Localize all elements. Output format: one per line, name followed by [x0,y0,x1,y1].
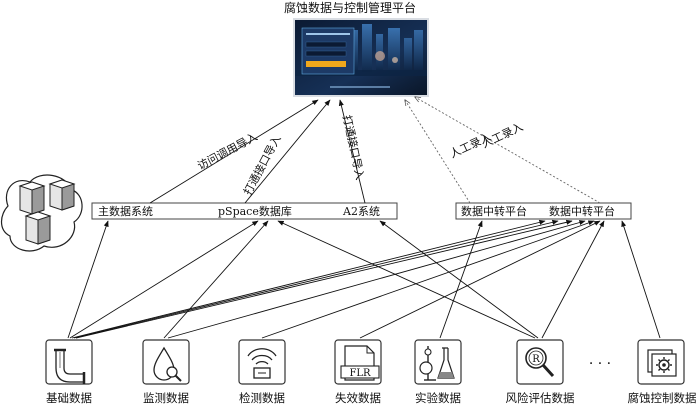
source-corrosion-control-data: 腐蚀控制数据 [628,339,697,405]
system-pspace-db: pSpace数据库 [218,204,292,218]
transfer-bar: 数据中转平台 数据中转平台 [455,202,632,220]
pipe-icon [54,348,86,384]
system-main-data: 主数据系统 [98,204,153,218]
control-gear-icon [647,349,677,377]
source-inspection-data-label: 检测数据 [239,391,285,405]
source-monitoring-data-label: 监测数据 [143,391,189,405]
source-monitoring-data: 监测数据 [142,339,190,405]
source-risk-assessment-data-label: 风险评估数据 [506,391,575,405]
monitor-drop-icon [153,346,182,382]
lab-flask-icon [419,346,455,381]
source-corrosion-control-data-label: 腐蚀控制数据 [628,391,697,405]
transfer-platform-1: 数据中转平台 [461,204,527,218]
platform-title: 腐蚀数据与控制管理平台 [284,0,416,15]
source-lab-data: 实验数据 [414,339,462,405]
flr-document-icon: FLR [340,345,380,381]
database-cluster-icon [0,174,83,252]
transfer-platform-2: 数据中转平台 [549,204,615,218]
system-a2: A2系统 [342,205,380,218]
source-risk-assessment-data: R 风险评估数据 [506,339,575,405]
edge-label-interface-import-right: 打通接口导入 [340,114,367,181]
source-basic-data-label: 基础数据 [46,391,92,405]
risk-magnifier-icon: R [525,347,555,378]
source-lab-data-label: 实验数据 [415,391,461,405]
source-basic-data: 基础数据 [45,339,93,405]
ultrasonic-icon [247,348,277,379]
source-failure-data-label: 失效数据 [335,391,381,405]
platform-screenshot [293,18,429,97]
system-bar: 主数据系统 pSpace数据库 A2系统 [91,202,398,220]
source-failure-data: FLR 失效数据 [334,339,382,405]
edge-label-visit-import: 访问调用导入 [195,130,259,172]
risk-r-text: R [532,354,540,365]
flr-text: FLR [349,368,371,379]
edge-label-manual-entry-2: 人工录入 [480,120,525,150]
source-inspection-data: 检测数据 [238,339,286,405]
more-sources-ellipsis: · · · [589,356,611,372]
